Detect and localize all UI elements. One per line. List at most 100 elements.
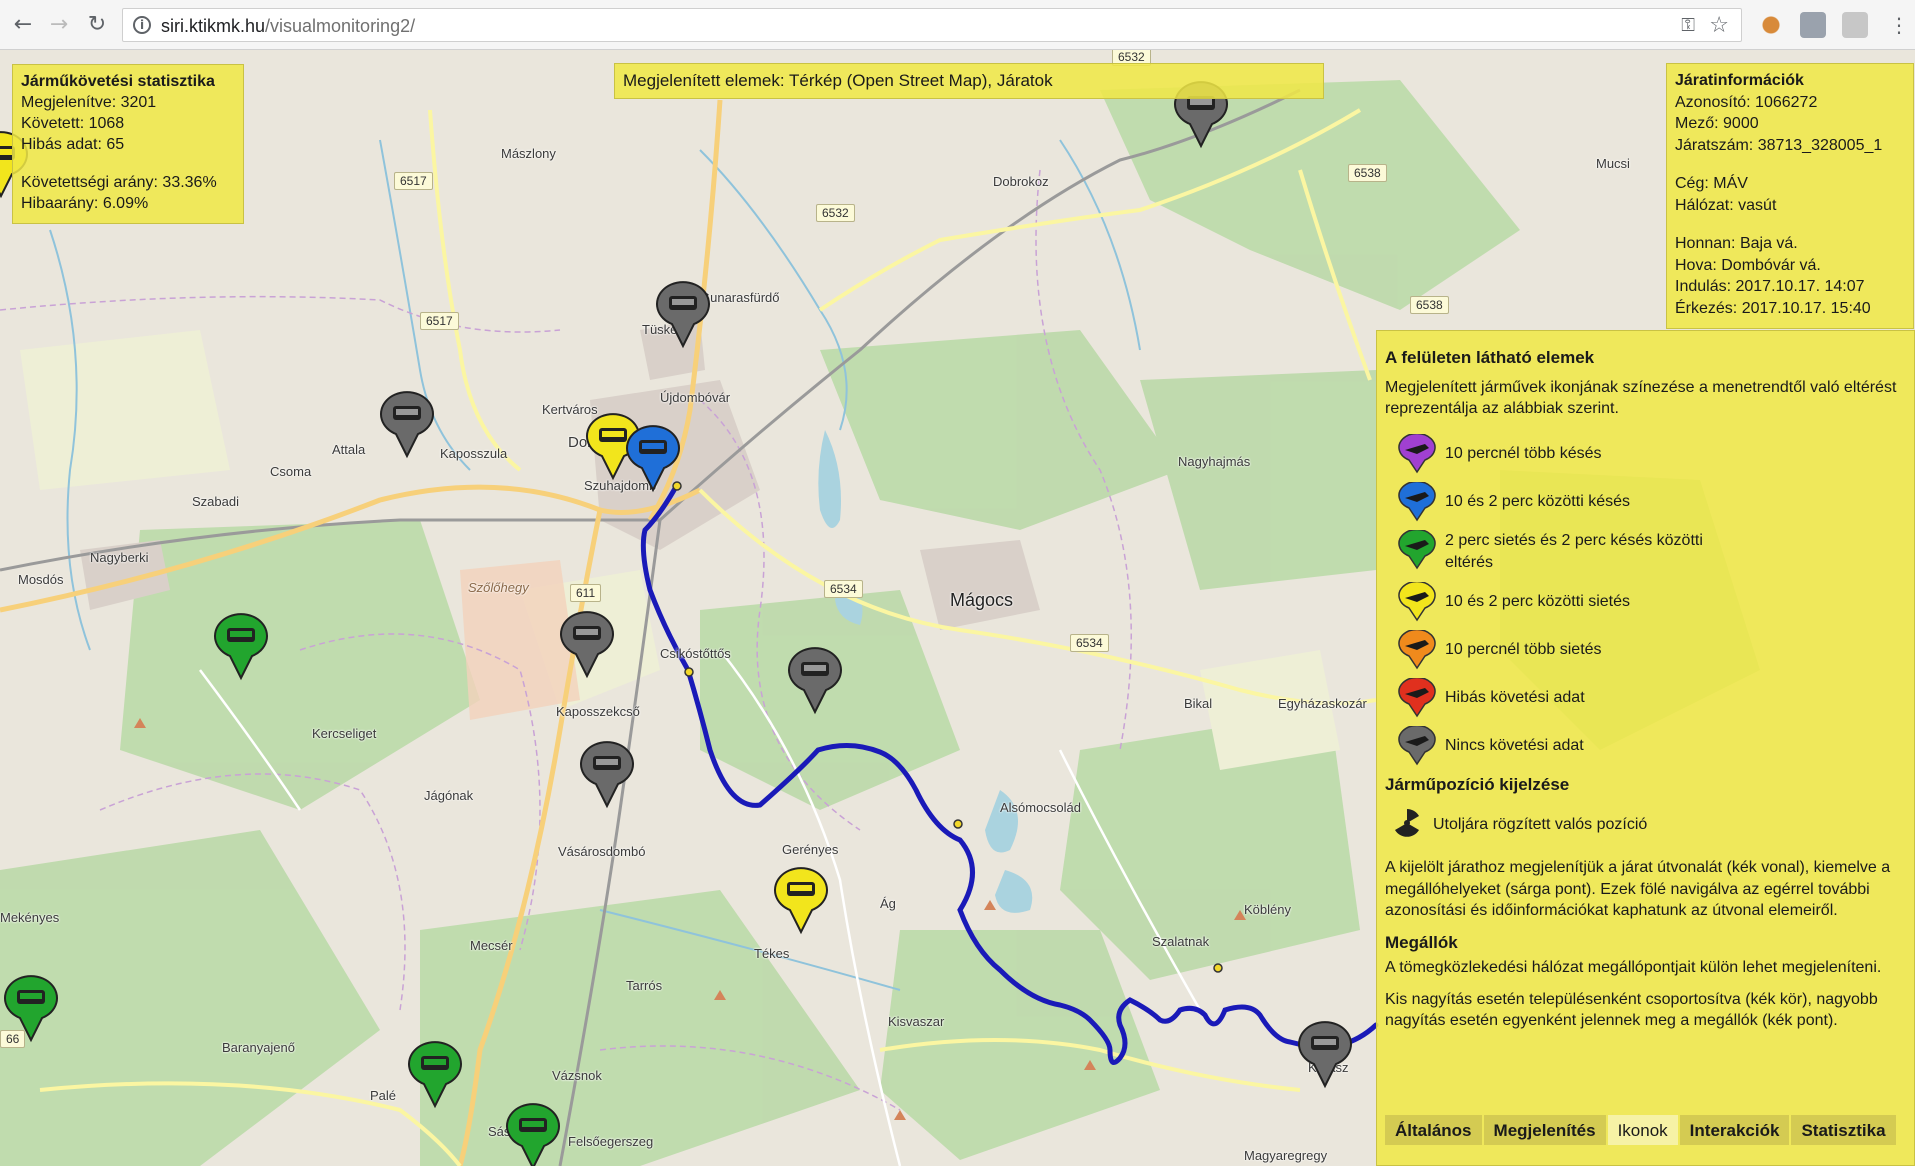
vehicle-pin-green[interactable]	[502, 1102, 564, 1166]
cookie-extension-icon[interactable]	[1758, 12, 1784, 38]
train-pin-icon	[1398, 629, 1436, 669]
back-arrow-icon[interactable]: ←	[13, 12, 33, 37]
legend-row-label: 10 percnél több sietés	[1445, 640, 1602, 658]
place-label: Jágónak	[424, 788, 474, 803]
place-label: Szuhajdomb	[584, 478, 657, 493]
tab-ikonok[interactable]: Ikonok	[1607, 1115, 1678, 1145]
tab-interakciok[interactable]: Interakciók	[1679, 1115, 1790, 1145]
vehicle-pin-gray[interactable]	[784, 646, 846, 716]
place-label: Tarrós	[626, 978, 663, 993]
place-label: Dobrokoz	[993, 174, 1049, 189]
legend-row: 10 és 2 perc közötti késés	[1385, 478, 1904, 526]
place-label: Szalatnak	[1152, 934, 1210, 949]
road-shield: 6534	[1070, 634, 1109, 652]
legend-row: Nincs követési adat	[1385, 722, 1904, 770]
vehicle-pin-gray[interactable]	[652, 280, 714, 350]
place-label: Nagyhajmás	[1178, 454, 1251, 469]
place-label: Baranyajenő	[222, 1040, 295, 1055]
place-label: Köblény	[1244, 902, 1291, 917]
place-label: Tékes	[754, 946, 790, 961]
stats-title: Járműkövetési statisztika	[21, 73, 215, 90]
trip-arrival: Érkezés: 2017.10.17. 15:40	[1675, 299, 1871, 317]
road-shield: 6532	[816, 204, 855, 222]
legend-row: 2 perc sietés és 2 perc késés közötti el…	[1385, 526, 1904, 578]
place-label: Szőlőhegy	[468, 580, 529, 595]
road-shield: 6517	[420, 312, 459, 330]
trip-info-title: Járatinformációk	[1675, 72, 1804, 89]
stats-displayed: Megjelenítve: 3201	[21, 94, 157, 111]
address-bar[interactable]: i siri.ktikmk.hu/visualmonitoring2/ ⚿ ☆	[122, 8, 1742, 42]
url-text[interactable]: siri.ktikmk.hu/visualmonitoring2/	[161, 16, 416, 36]
legend-row-label: Hibás követési adat	[1445, 688, 1585, 706]
train-pin-icon	[1398, 725, 1436, 765]
train-pin-icon	[1398, 581, 1436, 621]
legend-row: 10 percnél több sietés	[1385, 626, 1904, 674]
place-label: Mászlony	[501, 146, 556, 161]
pdf-extension-icon[interactable]	[1842, 12, 1868, 38]
vehicle-pin-gray[interactable]	[376, 390, 438, 460]
key-icon[interactable]: ⚿	[1681, 15, 1695, 35]
trip-network: Hálózat: vasút	[1675, 196, 1777, 214]
forward-arrow-icon[interactable]: →	[49, 12, 69, 37]
legend-row: 10 percnél több késés	[1385, 430, 1904, 478]
trip-from: Honnan: Baja vá.	[1675, 235, 1798, 252]
place-label: Felsőegerszeg	[568, 1134, 654, 1149]
place-label: Mosdós	[18, 572, 64, 587]
place-label: Mágocs	[950, 590, 1014, 610]
position-legend-label: Utoljára rögzített valós pozíció	[1433, 816, 1648, 834]
road-shield: 6517	[394, 172, 433, 190]
vehicle-pin-blue[interactable]	[622, 424, 684, 494]
place-label: Mecsér	[470, 938, 513, 953]
place-label: Kertváros	[542, 402, 598, 417]
place-label: Kercseliget	[312, 726, 377, 741]
vehicle-pin-green[interactable]	[404, 1040, 466, 1110]
reload-icon[interactable]: ↻	[87, 12, 107, 37]
train-pin-icon	[1398, 481, 1436, 521]
place-label: Kaposszula	[440, 446, 508, 461]
extension-icon[interactable]	[1800, 12, 1826, 38]
vehicle-pin-green[interactable]	[0, 974, 62, 1044]
road-shield: 6538	[1348, 164, 1387, 182]
vehicle-pin-yellow[interactable]	[770, 866, 832, 936]
legend-row-label: 10 és 2 perc közötti sietés	[1445, 592, 1630, 610]
place-label: Egyházaskozár	[1278, 696, 1367, 711]
tab-altalanos[interactable]: Általános	[1385, 1115, 1482, 1145]
stops-heading: Megállók	[1385, 932, 1458, 952]
stats-errors: Hibás adat: 65	[21, 136, 125, 153]
legend-panel: A felületen látható elemek Megjelenített…	[1376, 330, 1915, 1166]
legend-tabs: Általános Megjelenítés Ikonok Interakció…	[1385, 1115, 1910, 1145]
place-label: Tüske	[642, 322, 678, 337]
menu-dots-icon[interactable]: ⋮	[1889, 13, 1909, 37]
place-label: Magyaregregy	[1244, 1148, 1328, 1163]
map-base-layer	[0, 80, 1760, 1166]
route-description: A kijelölt járathoz megjelenítjük a jára…	[1385, 859, 1891, 919]
legend-row-label: 10 és 2 perc közötti késés	[1445, 492, 1630, 510]
tab-statisztika[interactable]: Statisztika	[1791, 1115, 1896, 1145]
place-label: Bikal	[1184, 696, 1213, 711]
place-label: Mekényes	[0, 910, 60, 925]
stops-description-2: Kis nagyítás esetén településenként csop…	[1385, 990, 1878, 1030]
trip-field: Mező: 9000	[1675, 115, 1759, 132]
place-label: Gerényes	[782, 842, 839, 857]
vehicle-pin-green[interactable]	[210, 612, 272, 682]
stats-error-ratio: Hibaarány: 6.09%	[21, 195, 149, 212]
place-label: Gunarasfürdő	[700, 290, 780, 305]
trip-number: Járatszám: 38713_328005_1	[1675, 136, 1883, 154]
route-line	[640, 482, 1379, 1065]
place-label: Vázsnok	[552, 1068, 602, 1083]
tab-megjelenites[interactable]: Megjelenítés	[1483, 1115, 1606, 1145]
trip-to: Hova: Dombóvár vá.	[1675, 256, 1821, 274]
place-label: Csikóstőttős	[660, 646, 731, 661]
vehicle-pin-gray[interactable]	[576, 740, 638, 810]
site-info-icon[interactable]: i	[133, 16, 151, 34]
trip-company: Cég: MÁV	[1675, 175, 1748, 192]
place-label: Mucsi	[1596, 156, 1630, 171]
bookmark-star-icon[interactable]: ☆	[1709, 13, 1729, 38]
displayed-elements-banner: Megjelenített elemek: Térkép (Open Stree…	[614, 63, 1324, 99]
train-pin-icon	[1398, 529, 1436, 569]
legend-row-label: Nincs követési adat	[1445, 736, 1584, 754]
vehicle-pin-gray[interactable]	[1294, 1020, 1356, 1090]
road-shield: 6532	[1112, 50, 1151, 66]
legend-intro: Megjelenített járművek ikonjának színezé…	[1385, 378, 1897, 418]
vehicle-pin-gray[interactable]	[556, 610, 618, 680]
